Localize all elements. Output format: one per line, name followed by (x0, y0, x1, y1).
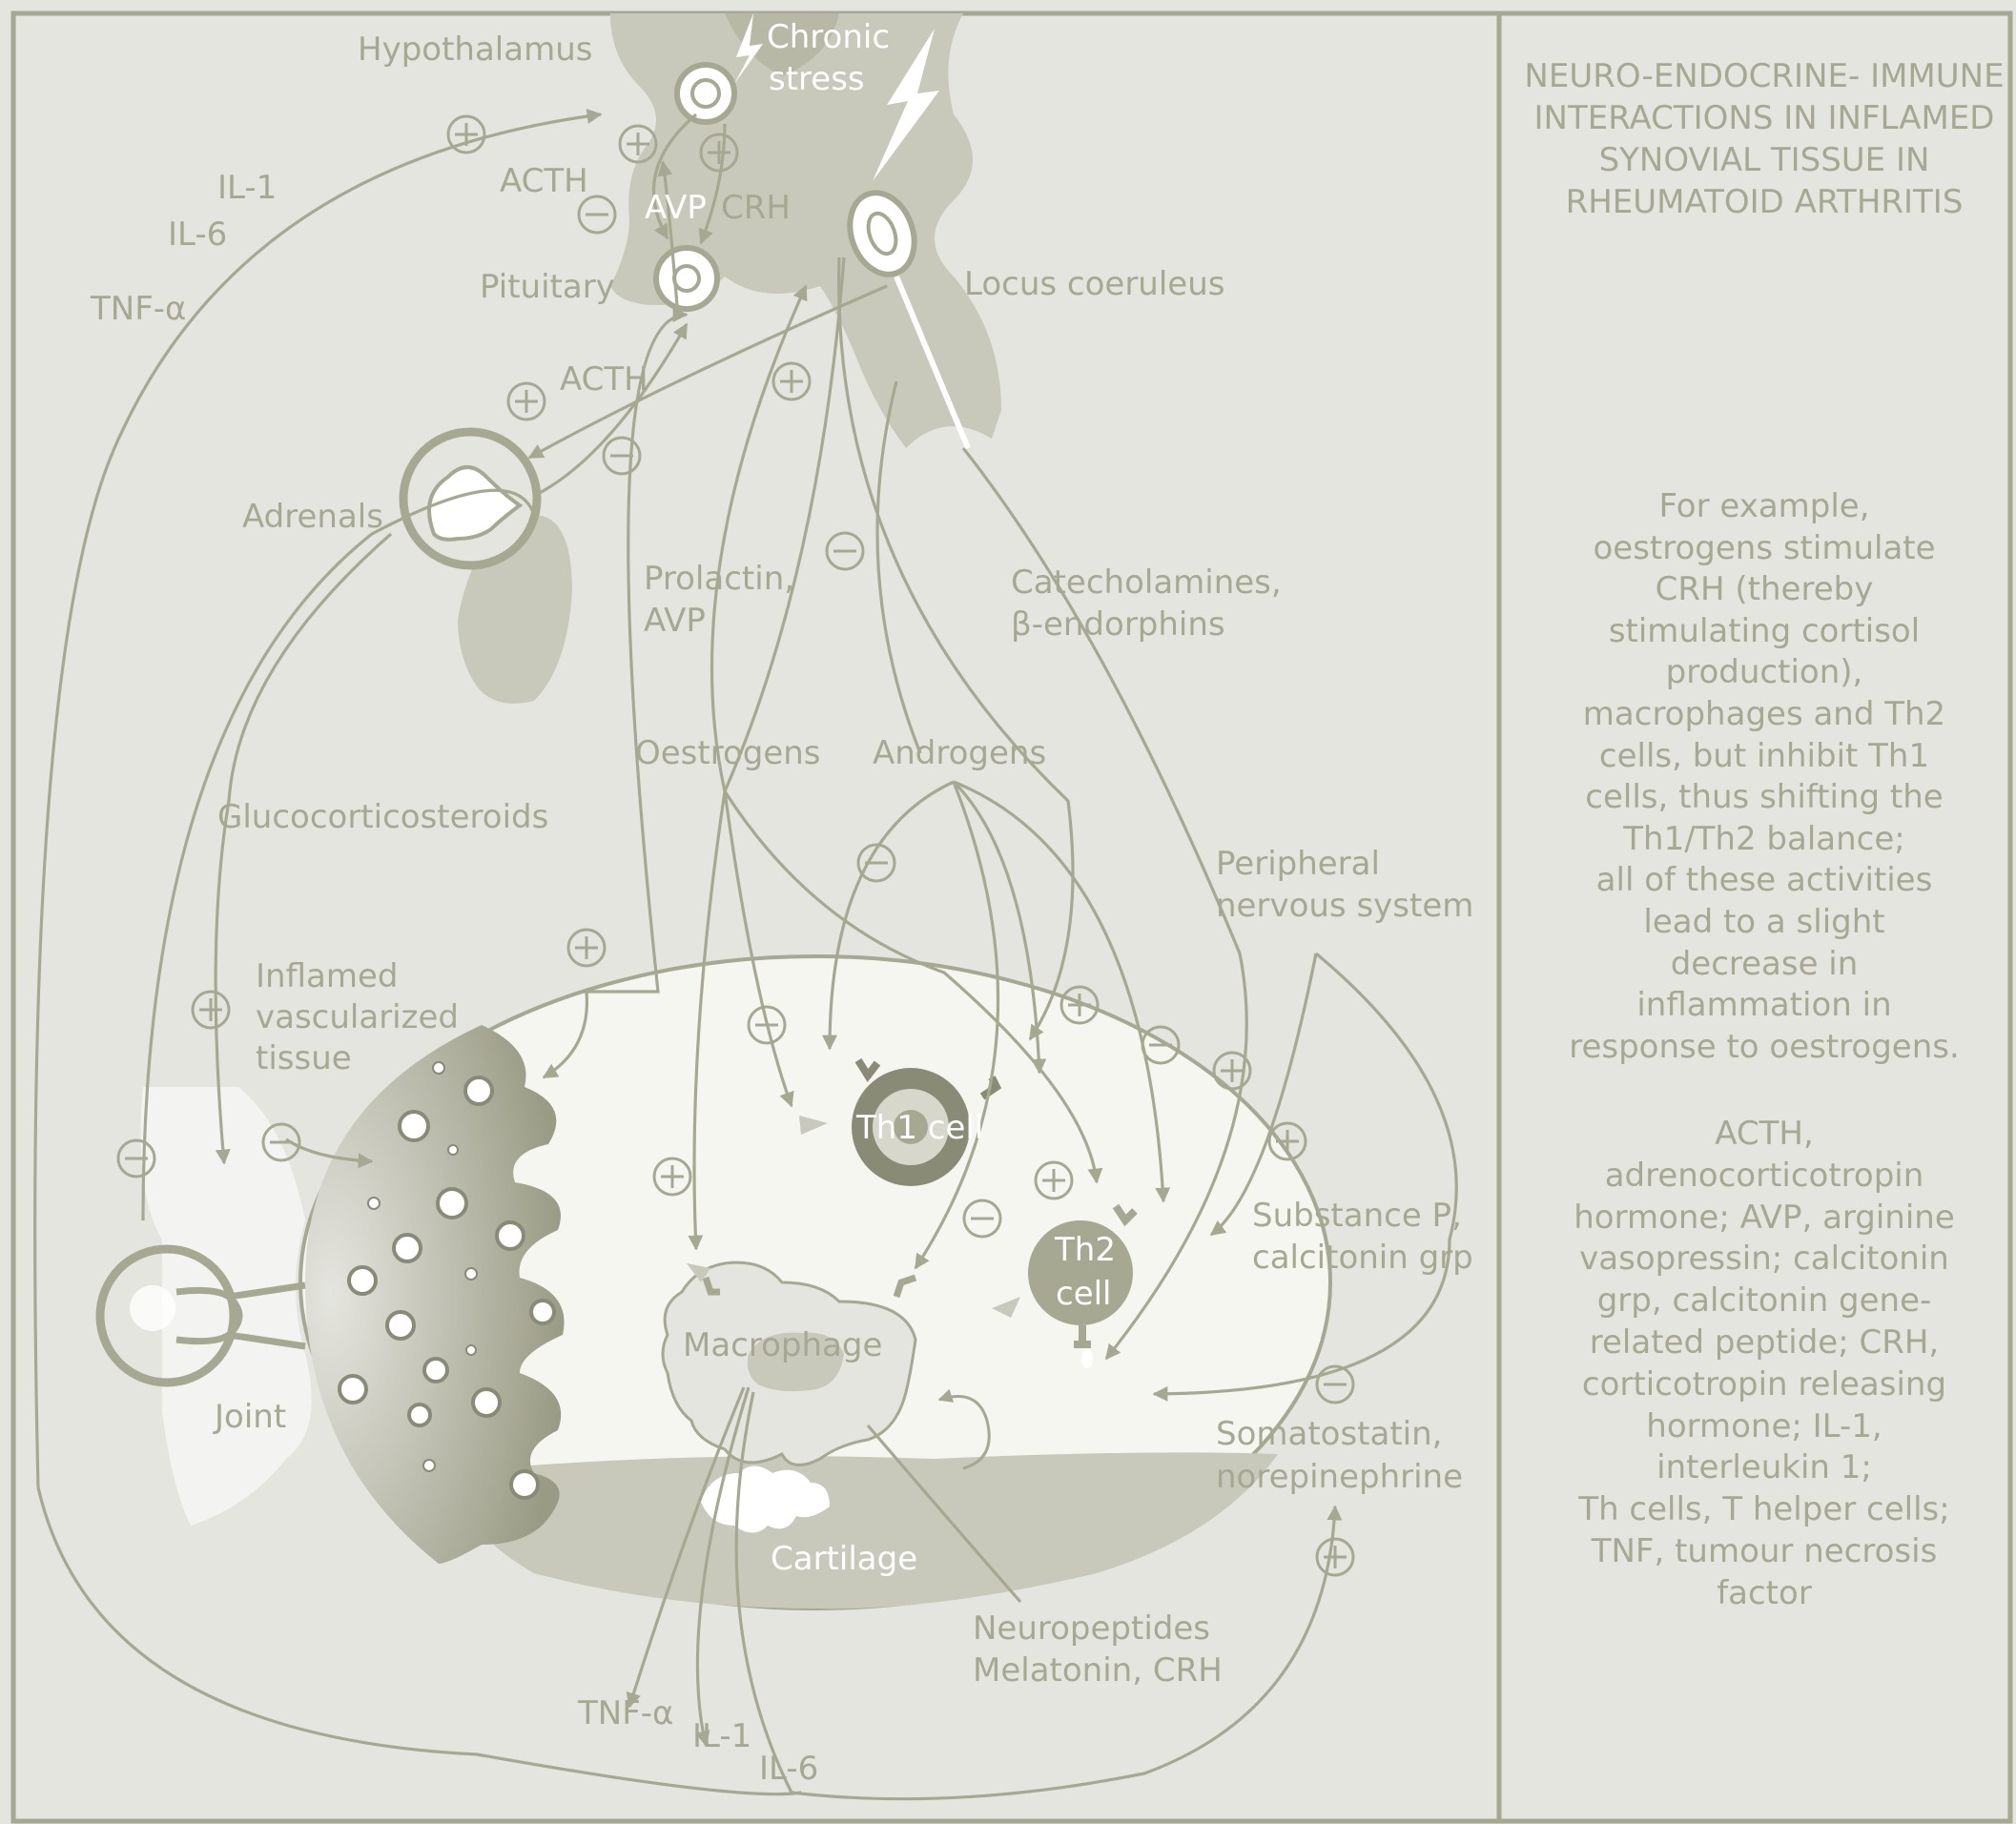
label-androgens: Androgens (873, 734, 1046, 772)
label-joint: Joint (213, 1398, 286, 1436)
plus-icon (193, 992, 229, 1028)
label-prolactin: Prolactin, (644, 560, 794, 598)
label-acth-mid: ACTH (560, 360, 648, 399)
label-il1-top: IL-1 (217, 169, 277, 207)
label-somatostatin: Somatostatin, (1216, 1415, 1443, 1453)
label-tnf-top: TNF-α (90, 290, 186, 328)
plus-icon (1317, 1539, 1353, 1575)
label-oestrogens: Oestrogens (635, 734, 821, 772)
label-glucocorticosteroids: Glucocorticosteroids (217, 798, 548, 836)
label-tissue: tissue (256, 1039, 352, 1077)
label-endorphins: β-endorphins (1011, 605, 1225, 644)
minus-icon (827, 533, 863, 569)
minus-icon (579, 196, 615, 233)
adrenal-kidney (403, 432, 572, 704)
label-il6-bottom: IL-6 (759, 1750, 818, 1788)
label-vascularized: vascularized (256, 998, 459, 1036)
label-pituitary: Pituitary (480, 268, 615, 306)
hypothalamus-nucleus (677, 65, 734, 122)
plus-icon (568, 930, 605, 966)
plus-icon (773, 363, 810, 400)
label-calcitonin-grp: calcitonin grp (1252, 1239, 1473, 1277)
label-nervous-system: nervous system (1216, 887, 1473, 925)
cartilage-region (439, 1452, 1278, 1609)
plus-icon (508, 383, 545, 420)
label-peripheral: Peripheral (1216, 845, 1380, 883)
pituitary-gland (656, 248, 717, 309)
label-hypothalamus: Hypothalamus (358, 31, 592, 69)
label-substance-p: Substance P, (1252, 1197, 1462, 1235)
minus-icon (604, 438, 640, 474)
label-tnf-bottom: TNF-α (577, 1694, 673, 1732)
label-avp2: AVP (644, 602, 706, 640)
label-th2: Th2 (1054, 1231, 1116, 1269)
label-adrenals: Adrenals (242, 498, 383, 536)
label-macrophage: Macrophage (683, 1326, 882, 1364)
label-chronic: Chronic (767, 18, 890, 56)
label-cartilage: Cartilage (771, 1540, 917, 1578)
label-melatonin-crh: Melatonin, CRH (973, 1651, 1223, 1690)
label-avp: AVP (645, 189, 707, 227)
plus-icon (448, 116, 484, 153)
label-il6-top: IL-6 (168, 215, 227, 254)
label-acth-top: ACTH (500, 162, 588, 200)
label-crh: CRH (721, 189, 791, 227)
label-norepinephrine: norepinephrine (1216, 1458, 1463, 1496)
joint-illustration (100, 1087, 312, 1526)
label-th2-cell: cell (1056, 1275, 1112, 1313)
label-il1-bottom: IL-1 (692, 1717, 751, 1755)
panel-title: NEURO-ENDOCRINE- IMMUNE INTERACTIONS IN … (1516, 55, 2012, 223)
label-locus-coeruleus: Locus coeruleus (964, 265, 1224, 303)
panel-abbreviations: ACTH, adrenocorticotropin hormone; AVP, … (1516, 1114, 2012, 1615)
panel-example-text: For example, oestrogens stimulate CRH (t… (1516, 486, 2012, 1068)
label-th1-cell: Th1 cell (855, 1109, 983, 1147)
label-inflamed: Inflamed (256, 957, 398, 995)
label-stress: stress (769, 60, 865, 98)
label-neuropeptides: Neuropeptides (973, 1609, 1210, 1648)
label-catecholamines: Catecholamines, (1011, 564, 1282, 602)
